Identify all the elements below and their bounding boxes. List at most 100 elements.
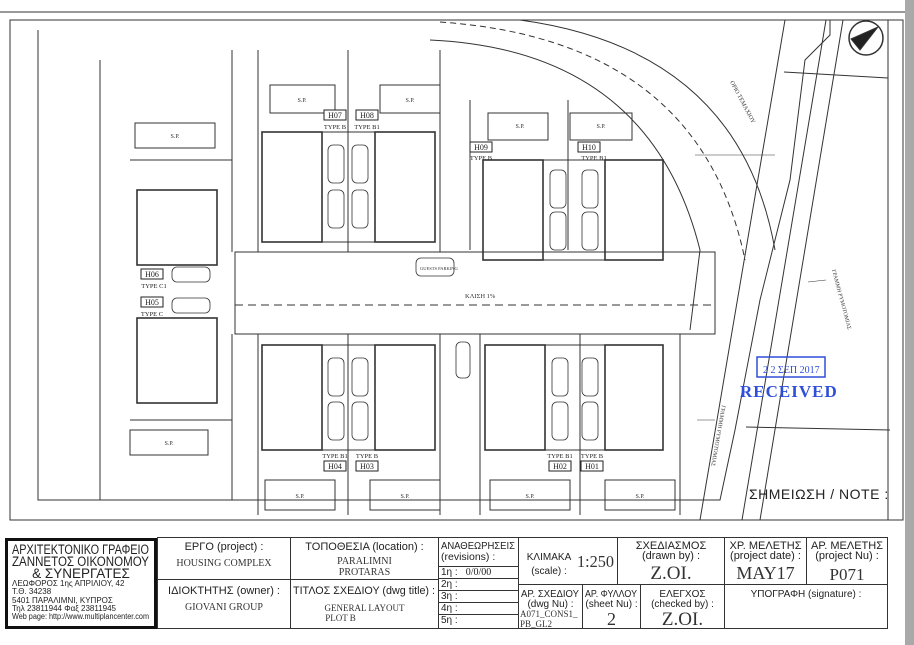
guest-parking-label: GUESTS PARKING bbox=[420, 266, 458, 271]
fit-text: Z.OI. bbox=[661, 609, 704, 630]
dwg-nu-value: A071_CONS1_ bbox=[520, 609, 580, 619]
fit-text: ΧΡ. ΜΕΛΕΤΗΣ bbox=[729, 540, 802, 552]
scale-label: ΚΛΙΜΑΚΑ bbox=[523, 552, 575, 563]
fit-text: ΛΕΩΦΟΡΟΣ 1ης ΑΠΡΙΛΙΟΥ, 42 bbox=[12, 579, 125, 588]
fit-text: ΙΔΙΟΚΤΗΤΗΣ (owner) : bbox=[168, 585, 280, 597]
road-curve bbox=[429, 39, 701, 331]
revision-row: 5η : bbox=[439, 614, 518, 627]
fit-text: ΖΑΝΝΕΤΟΣ ΟΙΚΟΝΟΜΟΥ bbox=[12, 554, 149, 569]
dwg-nu-label: ΑΡ. ΣΧΕΔΙΟΥ bbox=[521, 589, 580, 600]
fit-text: Τηλ 23811944 Φαξ 23811945 bbox=[12, 603, 117, 613]
revisions-label: (revisions) : bbox=[441, 552, 516, 563]
plot-limit-dashed bbox=[439, 21, 746, 261]
fit-text: MAY17 bbox=[736, 563, 795, 583]
sheet-nu-label: ΑΡ. ΦΥΛΛΟΥ bbox=[585, 589, 638, 600]
fit-text: ΑΝΑΘΕΩΡΗΣΕΙΣ bbox=[441, 540, 515, 552]
checked-by-label: ΕΛΕΓΧΟΣ bbox=[643, 589, 722, 600]
svg-text:H03: H03 bbox=[360, 462, 374, 471]
pool-label: S.P. bbox=[295, 494, 305, 500]
signature-cell: ΥΠΟΓΡΑΦΗ (signature) : bbox=[724, 584, 888, 629]
office-address: ΛΕΩΦΟΡΟΣ 1ης ΑΠΡΙΛΙΟΥ, 42 bbox=[12, 579, 150, 588]
checked-by-label: (checked by) : bbox=[643, 599, 722, 610]
owner-value: GIOVANI GROUP bbox=[160, 602, 288, 613]
house-footprints bbox=[136, 131, 664, 451]
fit-text: (revisions) : bbox=[441, 551, 496, 563]
project-date-label: ΧΡ. ΜΕΛΕΤΗΣ bbox=[727, 541, 804, 552]
fit-text: GIOVANI GROUP bbox=[185, 602, 263, 613]
owner-label: ΙΔΙΟΚΤΗΤΗΣ (owner) : bbox=[160, 586, 288, 597]
signature-label: ΥΠΟΓΡΑΦΗ (signature) : bbox=[727, 589, 885, 600]
fit-text: ΣΧΕΔΙΑΣΜΟΣ bbox=[635, 540, 707, 552]
fit-text: ΕΡΓΟ (project) : bbox=[184, 541, 264, 553]
project-nu-cell: ΑΡ. ΜΕΛΕΤΗΣ (project Nu) : P071 bbox=[806, 537, 888, 585]
checked-by-cell: ΕΛΕΓΧΟΣ (checked by) : Z.OI. bbox=[640, 584, 725, 630]
street-edge bbox=[759, 19, 844, 521]
fit-text: A071_CONS1_ bbox=[520, 609, 578, 619]
dwg-title-label: ΤΙΤΛΟΣ ΣΧΕΔΙΟΥ (dwg title) : bbox=[293, 586, 436, 597]
fit-text: (drawn by) : bbox=[641, 550, 701, 562]
project-nu-value: P071 bbox=[809, 565, 885, 585]
fit-text: PARALIMNI bbox=[337, 556, 392, 567]
pool-label: S.P. bbox=[596, 124, 606, 130]
pool-label: S.P. bbox=[525, 494, 535, 500]
street-edge bbox=[699, 19, 786, 521]
unit-tag-h05: H05 TYPE C bbox=[140, 296, 164, 318]
svg-text:H04: H04 bbox=[328, 462, 342, 471]
pool-label: S.P. bbox=[170, 134, 180, 140]
fit-text: ΤΟΠΟΘΕΣΙΑ (location) : bbox=[305, 541, 424, 553]
scan-edge bbox=[905, 0, 914, 645]
project-date-cell: ΧΡ. ΜΕΛΕΤΗΣ (project date) : MAY17 bbox=[724, 537, 807, 585]
unit-tag-h02: TYPE B1 H02 bbox=[547, 453, 573, 472]
fit-text: PB_GL2 bbox=[520, 619, 553, 629]
svg-text:H05: H05 bbox=[145, 298, 159, 307]
scale-value: 1:250 bbox=[577, 552, 615, 572]
pool-label: S.P. bbox=[400, 494, 410, 500]
pool-label: S.P. bbox=[297, 98, 307, 104]
office-web: Web page: http://www.multiplancenter.com bbox=[12, 612, 150, 621]
office-phone: Τηλ 23811944 Φαξ 23811945 bbox=[12, 603, 150, 613]
fit-text: & ΣΥΝΕΡΓΑΤΕΣ bbox=[32, 566, 130, 581]
project-date-label: (project date) : bbox=[727, 551, 804, 562]
unit-tag-h08: H08 TYPE B1 bbox=[354, 109, 380, 131]
fit-text: (checked by) : bbox=[651, 599, 714, 610]
fit-text: P071 bbox=[829, 565, 865, 584]
fit-text: ΕΛΕΓΧΟΣ bbox=[659, 589, 706, 600]
car-icons bbox=[171, 144, 599, 441]
fit-text: ΑΡ. ΦΥΛΛΟΥ bbox=[585, 589, 637, 600]
received-stamp: 2 2 ΣΕΠ 2017 RECEIVED bbox=[740, 356, 837, 401]
fit-text: Τ.Θ. 34238 bbox=[12, 587, 52, 597]
fit-text: GENERAL LAYOUT bbox=[324, 603, 405, 613]
revisions-label: ΑΝΑΘΕΩΡΗΣΕΙΣ bbox=[441, 541, 516, 552]
location-value: PROTARAS bbox=[293, 567, 436, 578]
svg-text:H02: H02 bbox=[553, 462, 567, 471]
svg-text:TYPE B1: TYPE B1 bbox=[581, 155, 606, 162]
location-value: PARALIMNI bbox=[293, 556, 436, 567]
fit-text: ΥΠΟΓΡΑΦΗ (signature) : bbox=[750, 589, 862, 600]
internal-road bbox=[234, 251, 716, 335]
fit-text: (dwg Nu) : bbox=[527, 599, 574, 610]
fit-text: PLOT B bbox=[325, 613, 356, 623]
fit-text: 1:250 bbox=[577, 552, 614, 571]
revision-row: 4η : bbox=[439, 602, 518, 615]
revision-row: 1η :0/0/00 bbox=[439, 566, 518, 579]
svg-text:H07: H07 bbox=[328, 111, 342, 120]
swimming-pools bbox=[129, 84, 676, 511]
fit-text: (project date) : bbox=[730, 550, 801, 562]
fit-text: Z.OI. bbox=[650, 563, 692, 584]
fit-text: (project Nu) : bbox=[815, 550, 879, 562]
drawn-by-value: Z.OI. bbox=[620, 563, 722, 585]
fit-text: ΤΙΤΛΟΣ ΣΧΕΔΙΟΥ (dwg title) : bbox=[293, 585, 435, 597]
unit-tag-h09: H09 TYPE B bbox=[469, 141, 493, 162]
plot-limit-label: ΟΡΙΟ ΤΕΜΑΧΙΟΥ bbox=[728, 80, 756, 125]
fit-text: ΑΡ. ΣΧΕΔΙΟΥ bbox=[521, 589, 579, 600]
svg-text:TYPE B: TYPE B bbox=[324, 124, 347, 131]
street-edge bbox=[741, 19, 827, 521]
pool-label: S.P. bbox=[164, 441, 174, 447]
dwg-title-value: GENERAL LAYOUT bbox=[293, 603, 436, 613]
fit-text: 5401 ΠΑΡΑΛΙΜΝΙ, ΚΥΠΡΟΣ bbox=[12, 595, 113, 605]
svg-text:2 2 ΣΕΠ 2017: 2 2 ΣΕΠ 2017 bbox=[763, 365, 820, 376]
plot-lines bbox=[99, 50, 681, 515]
svg-text:TYPE B: TYPE B bbox=[356, 453, 379, 460]
fit-text: (scale) : bbox=[531, 566, 567, 577]
fit-text: 2 bbox=[607, 609, 616, 629]
